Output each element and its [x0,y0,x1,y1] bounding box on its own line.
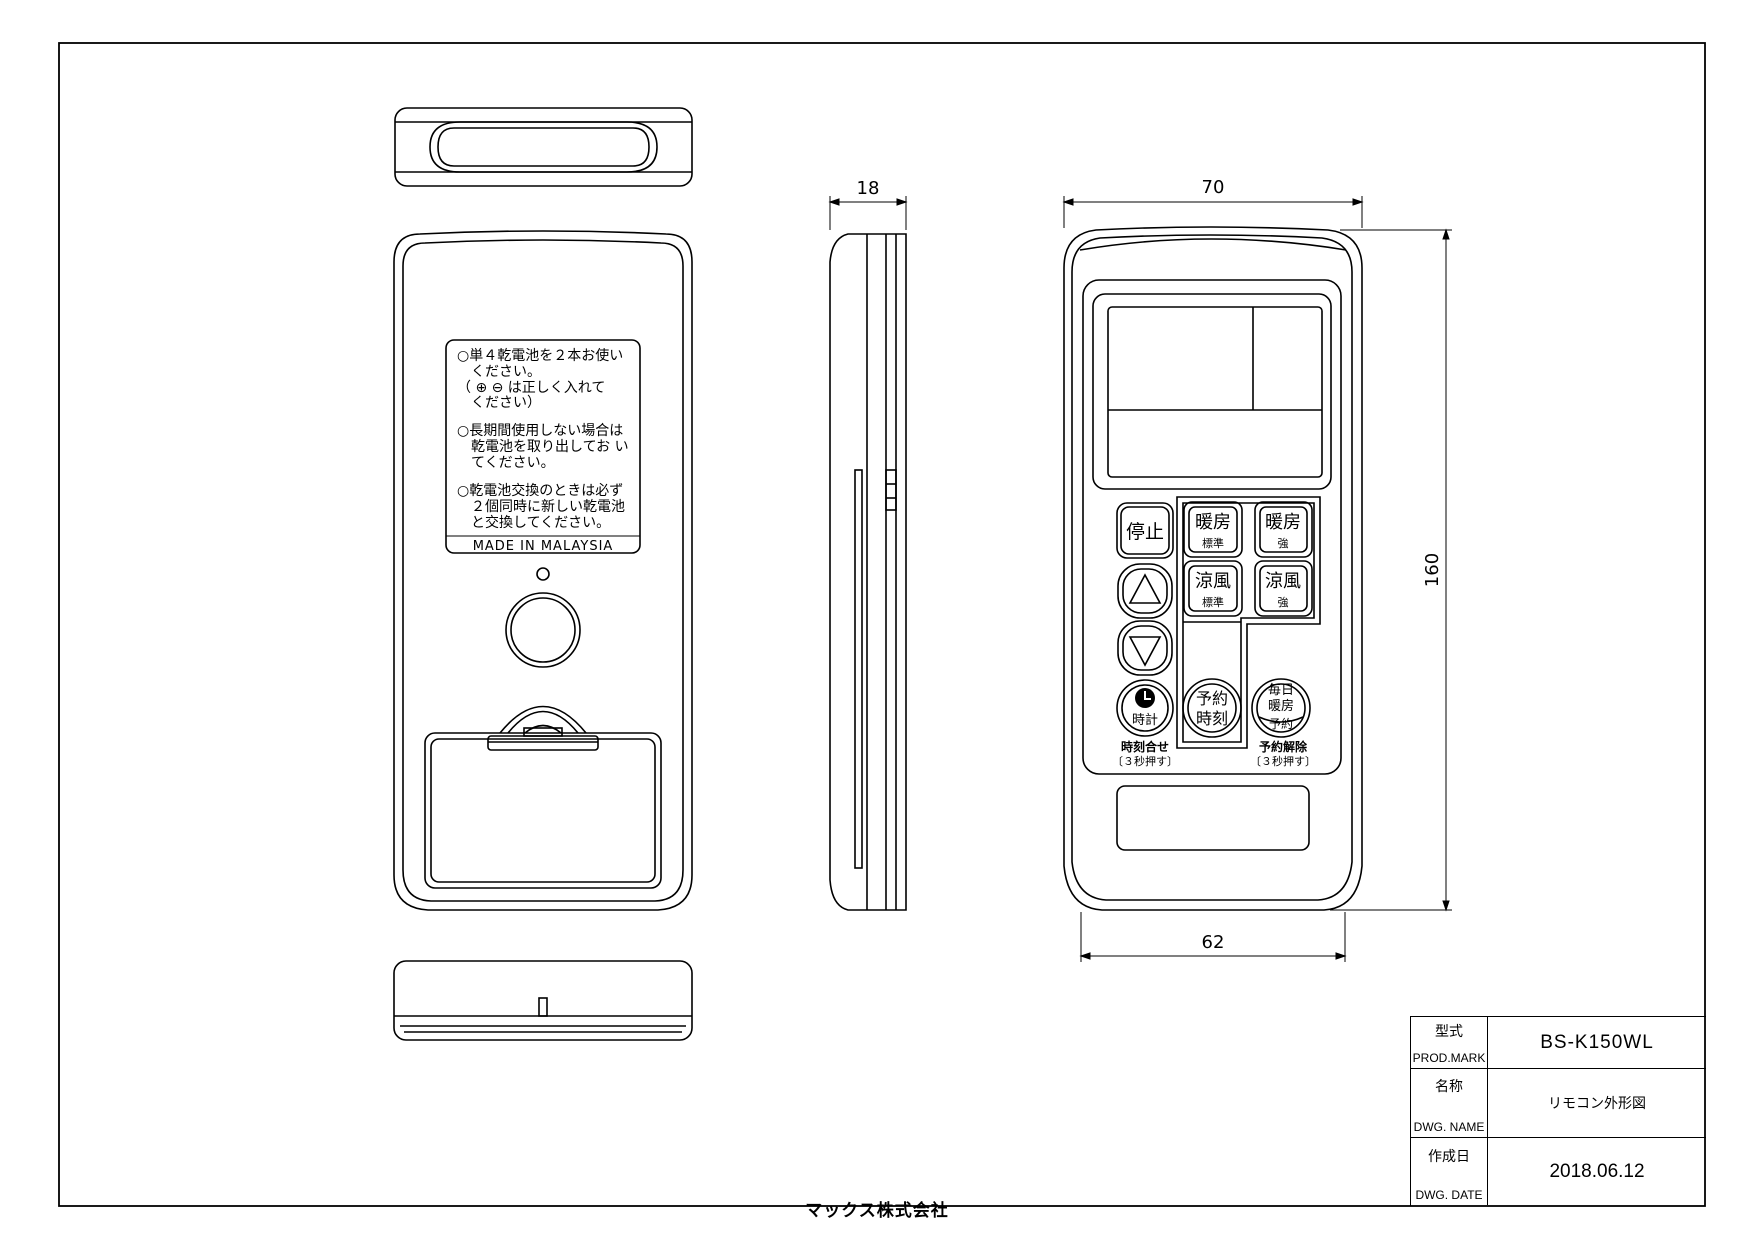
cool-standard-button[interactable] [1183,560,1243,617]
side-dimension [828,196,908,230]
title-row-dwg-date: 作成日 DWG. DATE 2018.06.12 [1411,1138,1706,1205]
ir-led-indicator [536,567,550,581]
svg-text:標準: 標準 [1202,595,1224,609]
svg-text:暖房: 暖房 [1265,512,1301,533]
dimension-width: 70 [1202,177,1225,198]
top-view [394,107,693,187]
heat-standard-button[interactable] [1183,501,1243,558]
svg-text:〔３秒押す〕: 〔３秒押す〕 [1250,754,1316,768]
svg-text:時計: 時計 [1132,712,1158,728]
prod-mark-label-jp: 型式 [1435,1024,1463,1040]
svg-text:てください。: てください。 [457,455,555,471]
svg-text:乾電池を取り出してお い: 乾電池を取り出してお い [457,439,629,455]
bottom-plate [1116,785,1310,851]
title-block: 型式 PROD.MARK BS-K150WL 名称 DWG. NAME リモコン… [1410,1016,1706,1206]
clock-icon [1135,688,1155,708]
svg-text:時刻: 時刻 [1196,709,1228,728]
back-view [393,230,693,911]
svg-text:強: 強 [1278,537,1289,550]
svg-text:と交換してください。: と交換してください。 [457,514,610,531]
stop-button[interactable] [1116,502,1174,559]
sensor-window-outer [505,592,581,668]
heat-strong-button[interactable] [1254,501,1313,558]
up-arrow-icon [1128,573,1162,604]
lcd-frame [1092,293,1332,490]
svg-text:○乾電池交換のときは必ず: ○乾電池交換のときは必ず [457,482,623,499]
clock-set-note: 時刻合せ [1121,739,1169,754]
svg-text:強: 強 [1278,596,1289,609]
svg-text:予約: 予約 [1269,716,1293,731]
dwg-date-label-en: DWG. DATE [1415,1188,1483,1202]
svg-text:毎日: 毎日 [1268,682,1294,698]
svg-text:涼風: 涼風 [1265,571,1301,592]
svg-text:２個同時に新しい乾電池: ２個同時に新しい乾電池 [457,499,625,515]
dwg-date-label-jp: 作成日 [1428,1149,1470,1165]
clock-button[interactable] [1116,679,1174,737]
prod-mark-label-en: PROD.MARK [1412,1051,1486,1065]
dimension-height: 160 [1422,553,1443,587]
battery-cover [424,732,662,889]
svg-text:停止: 停止 [1126,521,1164,543]
dwg-name-label-en: DWG. NAME [1413,1120,1485,1134]
daily-heat-reserve-button[interactable] [1251,678,1311,738]
reserve-time-button[interactable] [1182,678,1242,738]
side-view [829,233,907,911]
dimension-thickness: 18 [857,178,880,199]
title-row-prod-mark: 型式 PROD.MARK BS-K150WL [1411,1016,1706,1069]
front-dimensions [1062,196,1452,962]
up-button[interactable] [1117,563,1173,619]
dwg-date-value: 2018.06.12 [1549,1160,1645,1182]
svg-text:ください。: ください。 [457,364,541,380]
lcd-screen [1107,306,1323,478]
front-view [1063,226,1363,911]
button-panel-outline [1082,279,1342,775]
svg-text:涼風: 涼風 [1195,571,1231,592]
dwg-name-label-jp: 名称 [1435,1079,1463,1095]
made-in-label: MADE IN MALAYSIA [473,539,614,554]
svg-text:○長期間使用しない場合は: ○長期間使用しない場合は [457,422,623,439]
cool-strong-button[interactable] [1254,560,1313,617]
svg-text:標準: 標準 [1202,536,1224,550]
dwg-name-value: リモコン外形図 [1548,1094,1646,1111]
bottom-view [393,960,693,1041]
prod-mark-value: BS-K150WL [1540,1031,1654,1053]
svg-text:予約: 予約 [1196,689,1228,708]
svg-text:○単４乾電池を２本お使い: ○単４乾電池を２本お使い [457,347,623,364]
svg-text:〔３秒押す〕: 〔３秒押す〕 [1112,754,1178,768]
battery-label-text: ○単４乾電池を２本お使い ください。 （ ⊕ ⊖ は正しく入れて ください） ○… [457,347,629,554]
drawing-frame [58,42,1706,1207]
down-button[interactable] [1117,620,1173,676]
down-arrow-icon [1128,636,1162,667]
dimension-bottom-width: 62 [1202,932,1225,953]
sensor-window-inner [510,597,576,663]
svg-text:暖房: 暖房 [1195,512,1231,533]
reserve-cancel-note: 予約解除 [1259,739,1308,754]
svg-text:ください）: ください） [457,395,541,411]
company-name: マックス株式会社 [805,1201,949,1221]
battery-label-box [445,339,641,554]
svg-text:暖房: 暖房 [1268,698,1294,714]
title-row-dwg-name: 名称 DWG. NAME リモコン外形図 [1411,1068,1706,1138]
svg-text:（ ⊕ ⊖ は正しく入れて: （ ⊕ ⊖ は正しく入れて [457,380,605,396]
